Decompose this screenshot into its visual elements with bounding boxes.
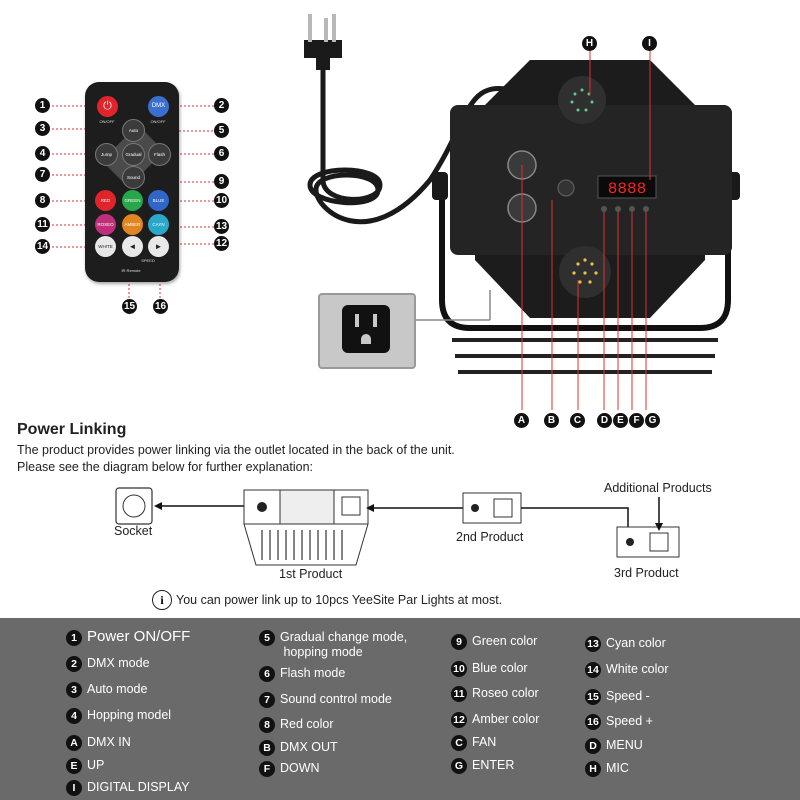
- callout-15: 15: [122, 299, 137, 314]
- power-cable: [307, 70, 513, 225]
- callout-I: I: [642, 36, 657, 51]
- remote-amber-button[interactable]: AMBER: [122, 214, 143, 235]
- second-product-label: 2nd Product: [456, 530, 524, 544]
- power-linking-line1: The product provides power linking via t…: [17, 443, 455, 457]
- callout-4: 4: [35, 146, 50, 161]
- callout-6: 6: [214, 146, 229, 161]
- digital-display: [597, 175, 657, 199]
- callout-16: 16: [153, 299, 168, 314]
- callout-G: G: [645, 413, 660, 428]
- callout-12: 12: [214, 236, 229, 251]
- power-linking-diagram: [115, 487, 680, 566]
- remote-green-button[interactable]: GREEN: [122, 190, 143, 211]
- legend-item-5: 5 Gradual change mode, hopping mode: [259, 630, 407, 660]
- outlet-icon: [342, 305, 390, 353]
- yoke-knob-left: [432, 172, 448, 200]
- fixture-back-panel: [450, 105, 732, 255]
- display-readout: 8888: [608, 180, 646, 198]
- outlet-detail: [318, 293, 416, 369]
- callout-10: 10: [214, 193, 229, 208]
- first-product-label: 1st Product: [279, 567, 343, 581]
- remote-blue-button[interactable]: BLUE: [148, 190, 169, 211]
- power-linking-line2: Please see the diagram below for further…: [17, 460, 314, 474]
- callout-B: B: [544, 413, 559, 428]
- remote-roseo-button[interactable]: ROSEO: [95, 214, 116, 235]
- remote-dmx-button[interactable]: DMX: [148, 96, 169, 117]
- socket-icon: [115, 487, 153, 525]
- callout-H: H: [582, 36, 597, 51]
- callout-14: 14: [35, 239, 50, 254]
- fixture-figure: 8888: [304, 14, 740, 410]
- remote-brand-label: IR Remote: [121, 268, 141, 273]
- yoke-bracket: [439, 200, 731, 331]
- power-plug-icon: [304, 14, 342, 70]
- remote-cyan-button[interactable]: CAYN: [148, 214, 169, 235]
- power-link-note-text: You can power link up to 10pcs YeeSite P…: [176, 593, 503, 607]
- remote-speed-label: SPEED: [141, 258, 155, 263]
- fuse-holder: [557, 179, 575, 197]
- callout-5: 5: [214, 123, 229, 138]
- callout-C: C: [570, 413, 585, 428]
- remote-power-button[interactable]: ⏻: [97, 96, 118, 117]
- remote-red-button[interactable]: RED: [95, 190, 116, 211]
- callout-A: A: [514, 413, 529, 428]
- socket-label: Socket: [114, 524, 153, 538]
- callout-F: F: [629, 413, 644, 428]
- third-product-label: 3rd Product: [614, 566, 679, 580]
- callout-8: 8: [35, 193, 50, 208]
- remote-gradual-button[interactable]: Gradual: [122, 143, 145, 166]
- remote-flash-button[interactable]: Flash: [148, 143, 171, 166]
- remote-auto-button[interactable]: Auto: [122, 119, 145, 142]
- remote-speed-plus-button[interactable]: ►: [148, 236, 169, 257]
- callout-11: 11: [35, 217, 50, 232]
- mic-grille: [558, 76, 606, 124]
- remote-dmx-onoff-label: ON/OFF: [150, 119, 166, 124]
- callout-7: 7: [35, 167, 50, 182]
- power-link-note: i You can power link up to 10pcs YeeSite…: [152, 590, 502, 610]
- power-linking-title: Power Linking: [17, 421, 127, 438]
- power-icon: ⏻: [103, 100, 112, 112]
- remote-white-button[interactable]: WHITE: [95, 236, 116, 257]
- callout-E: E: [613, 413, 628, 428]
- remote-onoff-label: ON/OFF: [99, 119, 115, 124]
- remote-speed-minus-button[interactable]: ◄: [122, 236, 143, 257]
- remote-sound-button[interactable]: Sound: [122, 166, 145, 189]
- callout-13: 13: [214, 219, 229, 234]
- callout-9: 9: [214, 174, 229, 189]
- info-icon: i: [152, 590, 172, 610]
- callout-3: 3: [35, 121, 50, 136]
- remote-jump-button[interactable]: Jump: [95, 143, 118, 166]
- callout-2: 2: [214, 98, 229, 113]
- additional-products-label: Additional Products: [604, 481, 712, 495]
- callout-D: D: [597, 413, 612, 428]
- callout-1: 1: [35, 98, 50, 113]
